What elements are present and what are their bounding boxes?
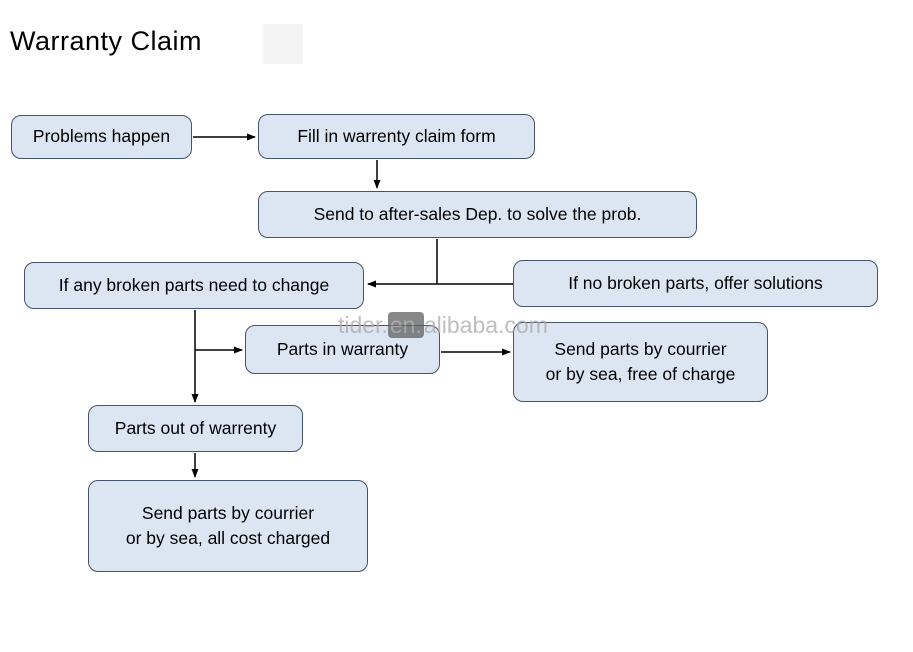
page-title: Warranty Claim — [10, 26, 203, 56]
node-parts-in-warranty: Parts in warranty — [245, 325, 440, 374]
node-problems-happen: Problems happen — [11, 115, 192, 159]
node-send-parts-free-of-charge: Send parts by courrier or by sea, free o… — [513, 322, 768, 402]
node-send-parts-cost-charged: Send parts by courrier or by sea, all co… — [88, 480, 368, 572]
node-fill-warranty-claim-form: Fill in warrenty claim form — [258, 114, 535, 159]
node-broken-parts-need-change: If any broken parts need to change — [24, 262, 364, 309]
title-artifact-rectangle — [263, 24, 303, 64]
node-send-to-after-sales-dep: Send to after-sales Dep. to solve the pr… — [258, 191, 697, 238]
node-no-broken-parts-solutions: If no broken parts, offer solutions — [513, 260, 878, 307]
node-parts-out-of-warranty: Parts out of warrenty — [88, 405, 303, 452]
